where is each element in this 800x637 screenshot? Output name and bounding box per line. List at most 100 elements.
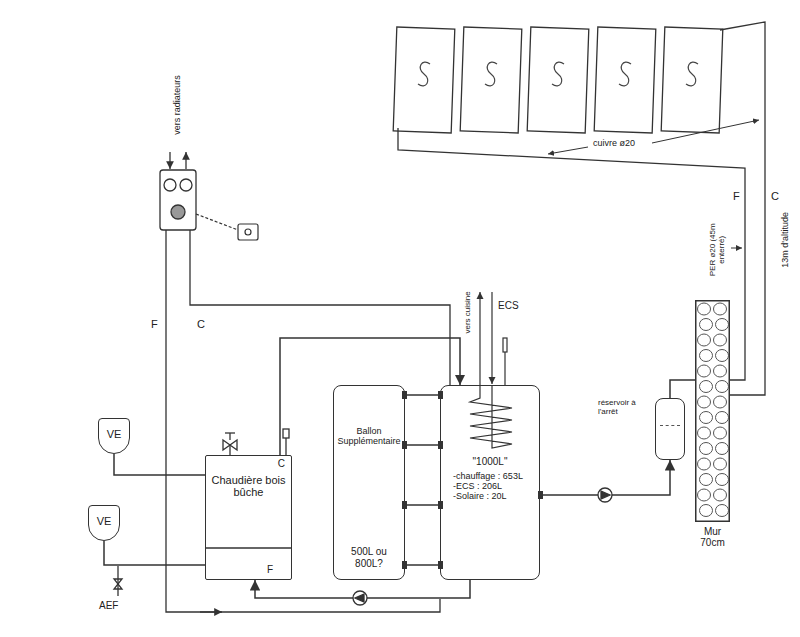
thermostat <box>196 214 238 230</box>
leader-arrow <box>652 120 759 143</box>
pipe-label: C <box>196 318 206 330</box>
node-text: VE <box>107 428 122 441</box>
wall-stone <box>716 350 729 362</box>
thermostat <box>196 214 258 240</box>
node-text: C <box>278 458 285 470</box>
node-text: Ballon Supplémentaire <box>334 426 404 447</box>
pipe-connector <box>405 444 440 446</box>
mixing-valve <box>160 170 196 230</box>
boiler-detail <box>206 547 291 548</box>
wall-stone <box>714 365 727 377</box>
pipe-connector <box>405 504 440 506</box>
pipe-label: 13m d'altitude <box>781 211 791 269</box>
radiator-pipe <box>166 230 440 612</box>
expansion-vessel: VE <box>88 505 120 541</box>
wall-stone <box>714 396 727 408</box>
pipe-label: cuivre ø20 <box>592 139 636 149</box>
mixing-valve <box>164 179 176 191</box>
tank-nozzle <box>538 491 543 499</box>
drainback-vessel: réservoir à l'arrêt <box>598 398 685 460</box>
boiler-detail <box>283 429 289 438</box>
pipe-label: C <box>770 190 780 202</box>
wall-stone <box>700 505 713 517</box>
radiator-pipe <box>200 611 222 612</box>
pipe-label: F <box>732 190 741 202</box>
wall-stone <box>716 319 729 331</box>
boiler-detail <box>229 433 230 440</box>
wall-stone <box>698 458 711 470</box>
solar-panel <box>460 27 522 133</box>
leader-arrow <box>548 120 759 248</box>
pipe-connector <box>280 338 460 455</box>
mixing-valve <box>180 179 192 191</box>
radiator-pipe <box>169 152 170 169</box>
leader-arrow <box>731 248 742 249</box>
buffer-tank: Ballon Supplémentaire500L ou 800L? <box>333 385 405 580</box>
circulator-pump <box>598 488 612 502</box>
wall-stone <box>716 443 729 455</box>
wall-stone <box>714 489 727 501</box>
wall-stone <box>714 303 727 315</box>
pipe-connector <box>114 454 205 475</box>
dhw-coil <box>470 386 512 448</box>
solar-panel <box>594 27 656 133</box>
panel-squiggle <box>619 62 631 86</box>
panel-squiggle <box>485 62 497 86</box>
node-text: -chauffage : 653L <box>453 471 523 481</box>
wall-stone <box>716 381 729 393</box>
wall-stone <box>700 412 713 424</box>
pipe-label: F <box>150 318 159 330</box>
wall-stone <box>700 319 713 331</box>
solar-panel <box>527 27 589 133</box>
water-level <box>660 425 680 426</box>
leader-arrow <box>548 147 588 154</box>
wall-stone <box>714 458 727 470</box>
wall-stone <box>698 303 711 315</box>
wall-stone <box>698 396 711 408</box>
wall-stones <box>695 300 730 522</box>
wood-boiler: Chaudière bois bûcheCF <box>205 455 292 580</box>
panel-squiggle <box>686 62 698 86</box>
node-text: -Solaire : 20L <box>453 491 507 501</box>
storage-tank: "1000L" -chauffage : 653L-ECS : 206L-Sola… <box>440 385 540 580</box>
mixing-valve <box>171 205 185 219</box>
pipe-connector <box>405 564 440 566</box>
dhw-coil <box>479 292 480 385</box>
node-text: Mur 70cm <box>695 526 730 548</box>
wall-stone <box>714 427 727 439</box>
node-text: -ECS : 206L <box>453 481 502 491</box>
circulator-pump <box>355 594 364 602</box>
supply-pipe <box>117 566 118 596</box>
dhw-coil <box>503 338 507 352</box>
wall-stone <box>716 474 729 486</box>
stone-wall: Mur 70cm <box>695 300 730 550</box>
expansion-vessel: VE <box>98 418 130 454</box>
wall-stone <box>700 443 713 455</box>
circulator-pump <box>353 488 612 605</box>
radiator-pipe <box>166 152 450 612</box>
node-text: VE <box>97 515 112 528</box>
panel-squiggle <box>418 62 698 86</box>
wall-stone <box>700 474 713 486</box>
solar-pipe <box>398 22 765 395</box>
circulator-pump <box>353 591 367 605</box>
radiator-pipe <box>185 152 186 169</box>
supply-pipe <box>114 566 122 596</box>
boiler-detail <box>206 429 291 548</box>
wall-stone <box>716 412 729 424</box>
pipe-connector <box>405 394 440 396</box>
circulator-pump <box>601 491 610 499</box>
wall-stone <box>716 505 729 517</box>
wall-stone <box>698 334 711 346</box>
dhw-coil <box>491 292 492 384</box>
wall-stone <box>714 334 727 346</box>
dhw-coil <box>504 352 505 385</box>
mixing-valve <box>160 170 196 230</box>
vessel-shape <box>655 398 685 460</box>
node-text: "1000L" <box>473 456 508 468</box>
wall-stone <box>700 350 713 362</box>
boiler-detail <box>229 445 230 455</box>
panel-squiggle <box>418 62 430 86</box>
pipe-label: vers cuisine <box>464 290 473 334</box>
